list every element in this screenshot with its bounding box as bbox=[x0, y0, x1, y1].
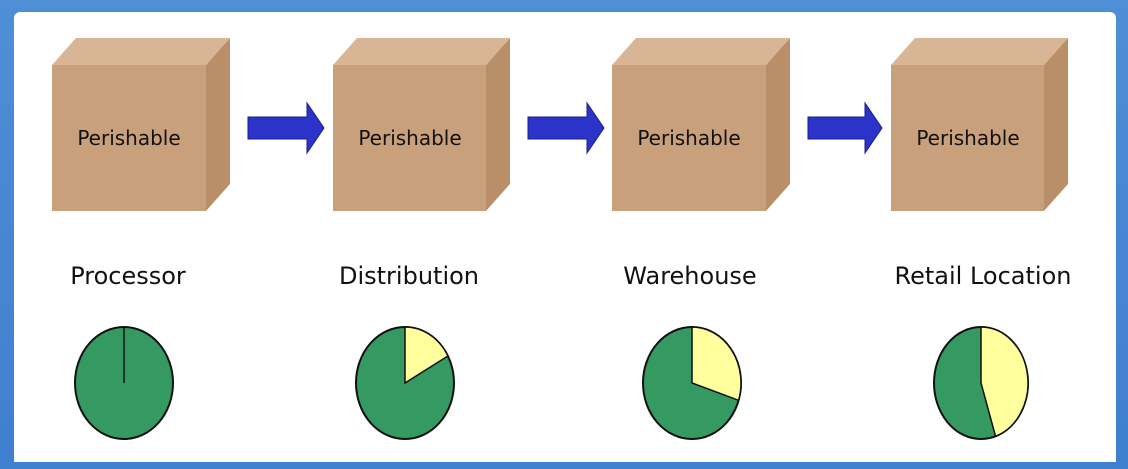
box-2-side bbox=[486, 38, 510, 211]
box-3-side bbox=[766, 38, 790, 211]
box-3: Perishable bbox=[612, 38, 790, 211]
box-3-top bbox=[612, 38, 790, 65]
pie-slice-segment bbox=[404, 326, 449, 385]
box-3-label: Perishable bbox=[637, 126, 740, 150]
box-1-top bbox=[52, 38, 230, 65]
box-4-front bbox=[891, 65, 1044, 211]
stage-4: Perishable Retail Location bbox=[891, 38, 1072, 440]
arrow-1 bbox=[247, 101, 325, 155]
arrow-3 bbox=[807, 101, 883, 155]
arrow-2 bbox=[527, 101, 605, 155]
box-2-top bbox=[333, 38, 510, 65]
box-4-label: Perishable bbox=[916, 126, 1019, 150]
box-3-front bbox=[612, 65, 766, 211]
box-2: Perishable bbox=[333, 38, 510, 211]
stage-4-label: Retail Location bbox=[895, 262, 1072, 290]
arrow-icon bbox=[807, 101, 883, 155]
pie-3 bbox=[642, 326, 742, 440]
stage-2-label: Distribution bbox=[339, 262, 479, 290]
box-4-side bbox=[1044, 38, 1068, 211]
box-1-front bbox=[52, 65, 206, 211]
stage-3-label: Warehouse bbox=[623, 262, 756, 290]
arrow-icon bbox=[247, 101, 325, 155]
pie-4 bbox=[933, 326, 1029, 440]
stage-1: Perishable Processor bbox=[52, 38, 230, 440]
pie-2 bbox=[355, 326, 455, 440]
pie-slice-segment bbox=[980, 326, 1029, 438]
stage-2: Perishable Distribution bbox=[333, 38, 510, 440]
stage-1-label: Processor bbox=[70, 262, 186, 290]
box-2-front bbox=[333, 65, 486, 211]
pie-1 bbox=[74, 326, 174, 440]
box-2-label: Perishable bbox=[358, 126, 461, 150]
box-4: Perishable bbox=[891, 38, 1068, 211]
box-1-side bbox=[206, 38, 230, 211]
pie-slice-segment bbox=[691, 326, 742, 402]
box-4-top bbox=[891, 38, 1068, 65]
arrow-icon bbox=[527, 101, 605, 155]
stage-3: Perishable Warehouse bbox=[612, 38, 790, 440]
box-1: Perishable bbox=[52, 38, 230, 211]
box-1-label: Perishable bbox=[77, 126, 180, 150]
